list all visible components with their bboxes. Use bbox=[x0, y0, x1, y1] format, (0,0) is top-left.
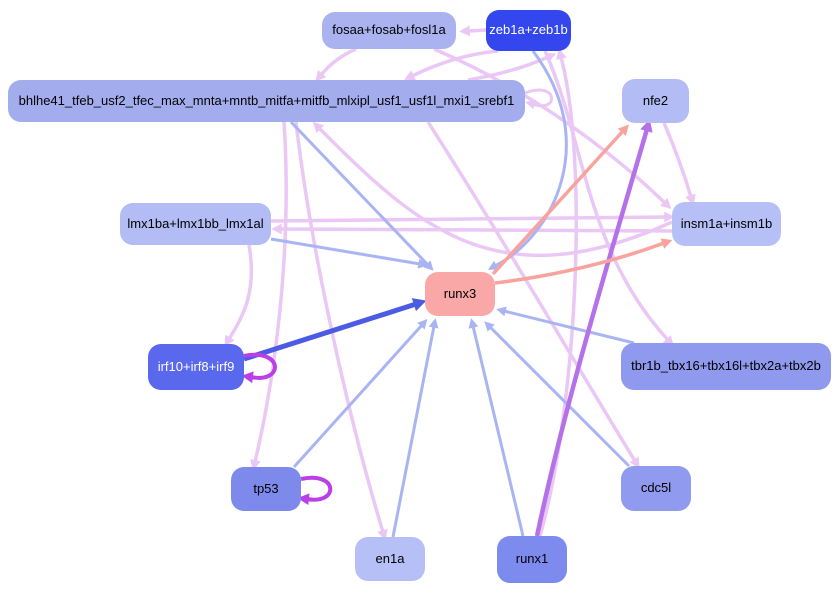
node-label-nfe2: nfe2 bbox=[642, 92, 669, 108]
edge-zeb1a-to-fosaa bbox=[467, 28, 487, 33]
node-label-lmx1ba: lmx1ba+lmx1bb_lmx1al bbox=[127, 215, 264, 231]
node-label-runx3: runx3 bbox=[443, 285, 477, 301]
edge-runx3-to-nfe2 bbox=[491, 129, 625, 276]
edge-runx1-to-runx3 bbox=[471, 325, 525, 537]
node-nfe2[interactable]: nfe2 bbox=[622, 79, 689, 123]
edge-nfe2-to-insm1a bbox=[662, 122, 693, 198]
node-label-insm1a: insm1a+insm1b bbox=[680, 215, 773, 231]
arrowhead-runx1-to-zeb1a bbox=[556, 48, 567, 61]
edge-irf10-to-runx3 bbox=[243, 301, 417, 362]
edge-lmx1ba-to-irf10 bbox=[227, 244, 254, 340]
edge-fosaa-to-bhlhe41 bbox=[319, 47, 357, 77]
edge-tp53-to-runx3 bbox=[292, 323, 424, 469]
edge-bhlhe41-to-runx3 bbox=[289, 120, 430, 267]
edge-insm1a-to-lmx1ba bbox=[279, 227, 673, 233]
arrowhead-fosaa-to-bhlhe41 bbox=[315, 70, 327, 82]
arrowhead-tp53-to-tp53 bbox=[297, 493, 310, 506]
edge-cdc5l-to-runx3 bbox=[488, 325, 631, 468]
arrowhead-fosaa-to-insm1a bbox=[659, 197, 672, 210]
node-label-irf10: irf10+irf8+irf9 bbox=[157, 358, 235, 374]
edge-en1a-to-runx3 bbox=[391, 325, 436, 538]
node-label-tp53: tp53 bbox=[253, 480, 279, 496]
node-insm1a[interactable]: insm1a+insm1b bbox=[672, 202, 781, 246]
edge-zeb1a-to-tbr1b bbox=[543, 50, 670, 342]
arrowhead-irf10-to-runx3 bbox=[411, 298, 427, 312]
edge-bhlhe41-to-zeb1a bbox=[467, 55, 549, 82]
node-irf10[interactable]: irf10+irf8+irf9 bbox=[148, 344, 244, 390]
node-fosaa[interactable]: fosaa+fosab+fosl1a bbox=[322, 12, 456, 49]
edge-irf10-to-irf10 bbox=[243, 352, 277, 380]
edge-runx3-to-insm1a bbox=[494, 241, 665, 285]
arrowhead-lmx1ba-to-insm1a bbox=[664, 211, 675, 223]
arrowhead-insm1a-to-bhlhe41 bbox=[312, 121, 325, 134]
node-label-en1a: en1a bbox=[375, 550, 405, 566]
node-label-tbr1b: tbr1b_tbx16+tbx16l+tbx2a+tbx2b bbox=[631, 358, 821, 374]
arrowhead-runx3-to-nfe2 bbox=[617, 124, 629, 136]
node-tp53[interactable]: tp53 bbox=[231, 467, 301, 511]
arrowhead-zeb1a-to-bhlhe41 bbox=[404, 70, 416, 81]
edge-runx1-to-zeb1a bbox=[538, 56, 578, 537]
node-label-cdc5l: cdc5l bbox=[640, 480, 672, 496]
arrowhead-bhlhe41-to-bhlhe41 bbox=[525, 99, 536, 110]
edge-lmx1ba-to-insm1a bbox=[270, 215, 667, 223]
node-cdc5l[interactable]: cdc5l bbox=[621, 466, 691, 511]
arrowhead-runx3-to-insm1a bbox=[660, 238, 673, 249]
arrowhead-en1a-to-runx3 bbox=[428, 318, 439, 329]
node-tbr1b[interactable]: tbr1b_tbx16+tbx16l+tbx2a+tbx2b bbox=[621, 343, 831, 390]
edge-bhlhe41-to-tp53 bbox=[253, 121, 288, 463]
node-label-zeb1a: zeb1a+zeb1b bbox=[489, 22, 568, 38]
arrowhead-zeb1a-to-runx3 bbox=[488, 260, 499, 270]
arrowhead-lmx1ba-to-runx3 bbox=[417, 258, 428, 269]
arrowhead-tp53-to-runx3 bbox=[417, 319, 428, 330]
arrowhead-irf10-to-irf10 bbox=[241, 371, 254, 384]
node-en1a[interactable]: en1a bbox=[355, 537, 425, 581]
arrowhead-zeb1a-to-fosaa bbox=[459, 25, 471, 37]
node-label-runx1: runx1 bbox=[515, 551, 549, 567]
edge-bhlhe41-to-en1a bbox=[294, 121, 385, 533]
arrowhead-cdc5l-to-runx3 bbox=[484, 321, 495, 332]
edge-bhlhe41-to-bhlhe41 bbox=[524, 88, 553, 108]
arrowhead-bhlhe41-to-cdc5l bbox=[629, 456, 640, 469]
edge-bhlhe41-to-cdc5l bbox=[426, 121, 637, 462]
node-runx3[interactable]: runx3 bbox=[425, 272, 495, 316]
node-bhlhe41[interactable]: bhlhe41_tfeb_usf2_tfec_max_mnta+mntb_mit… bbox=[8, 80, 525, 122]
node-runx1[interactable]: runx1 bbox=[497, 536, 567, 583]
edge-tp53-to-tp53 bbox=[300, 475, 333, 502]
edge-runx1-to-nfe2 bbox=[534, 128, 650, 537]
node-label-bhlhe41: bhlhe41_tfeb_usf2_tfec_max_mnta+mntb_mit… bbox=[18, 92, 515, 108]
arrowhead-tbr1b-to-runx3 bbox=[496, 306, 507, 317]
arrowhead-bhlhe41-to-runx3 bbox=[423, 260, 434, 271]
edge-lmx1ba-to-runx3 bbox=[270, 237, 421, 266]
node-label-fosaa: fosaa+fosab+fosl1a bbox=[332, 22, 446, 38]
arrowhead-runx1-to-runx3 bbox=[468, 318, 479, 329]
node-zeb1a[interactable]: zeb1a+zeb1b bbox=[486, 10, 571, 51]
edge-insm1a-to-bhlhe41 bbox=[317, 126, 673, 258]
node-lmx1ba[interactable]: lmx1ba+lmx1bb_lmx1al bbox=[120, 203, 271, 245]
arrowhead-bhlhe41-to-zeb1a bbox=[544, 52, 557, 63]
arrowhead-lmx1ba-to-irf10 bbox=[224, 334, 235, 347]
arrowhead-insm1a-to-lmx1ba bbox=[271, 223, 282, 235]
edge-tbr1b-to-runx3 bbox=[503, 309, 635, 345]
edge-zeb1a-to-runx3 bbox=[494, 50, 568, 268]
